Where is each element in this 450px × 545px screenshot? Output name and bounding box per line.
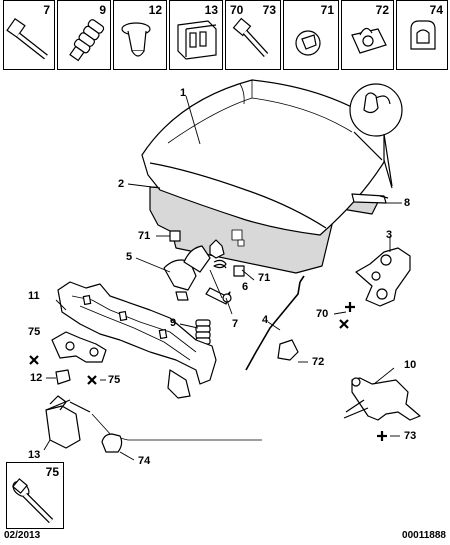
part-ref: 72	[375, 3, 389, 17]
screw-icon	[232, 17, 269, 58]
part-ref: 71	[320, 3, 334, 17]
part-ref: 75	[45, 465, 59, 479]
connector-clip-icon	[177, 20, 217, 60]
rubber-buffer-icon	[69, 19, 105, 62]
cable-clip	[101, 433, 123, 453]
callout-4: 4	[262, 314, 269, 326]
part-ref-2: 73	[262, 3, 276, 17]
part-ref: 7	[43, 3, 50, 17]
callout-12: 12	[30, 372, 43, 384]
bonnet-lock	[163, 259, 197, 291]
seal-strip	[351, 193, 387, 204]
callout-9: 9	[170, 317, 177, 329]
catch-assembly	[51, 331, 107, 363]
cross-member	[57, 281, 217, 385]
cable-connector	[45, 405, 81, 449]
push-clip-icon	[121, 22, 151, 57]
rod-clip	[277, 339, 299, 361]
parts-strip: 7 9 12	[0, 0, 450, 71]
callout-71-lower: 71	[258, 272, 271, 284]
part-ref: 9	[99, 3, 106, 17]
part-cell-12[interactable]: 12	[113, 0, 167, 70]
rod-clip-icon	[351, 27, 387, 54]
part-ref: 70	[230, 3, 244, 17]
clip-box-71	[169, 230, 181, 242]
callout-75-lower: 75	[108, 374, 121, 386]
footer-date: 02/2013	[4, 530, 41, 541]
callout-3: 3	[386, 229, 393, 241]
part-cell-72[interactable]: 72	[341, 0, 394, 70]
part-ref: 13	[204, 3, 218, 17]
hook-clip-icon	[410, 20, 436, 50]
callout-70: 70	[316, 308, 329, 320]
callout-1: 1	[180, 87, 187, 99]
part-cell-70-73[interactable]: 70 73	[225, 0, 281, 70]
part-cell-74[interactable]: 74	[396, 0, 448, 70]
part-cell-71[interactable]: 71	[283, 0, 339, 70]
callout-13: 13	[28, 449, 41, 461]
cable-clip-icon	[295, 30, 321, 56]
flange-bolt-icon	[12, 478, 54, 524]
callout-74: 74	[138, 455, 151, 467]
footer-code: 00011888	[402, 530, 446, 541]
push-clip	[55, 369, 71, 385]
lock-spring	[209, 239, 227, 269]
callout-7: 7	[232, 318, 239, 330]
bonnet-hinge	[355, 247, 411, 307]
part-cell-7[interactable]: 7	[3, 0, 55, 70]
clip-box-71	[233, 265, 245, 277]
callout-2: 2	[118, 178, 125, 190]
bolt-icon	[6, 17, 48, 60]
part-cell-13[interactable]: 13	[169, 0, 223, 70]
callout-75-upper: 75	[28, 326, 41, 338]
callout-72: 72	[312, 356, 325, 368]
callout-8: 8	[404, 197, 411, 209]
part-ref: 12	[148, 3, 162, 17]
callout-6: 6	[242, 281, 249, 293]
callout-5: 5	[126, 251, 133, 263]
part-cell-75[interactable]: 75	[6, 462, 64, 529]
callout-71-upper: 71	[138, 230, 151, 242]
callout-10: 10	[404, 359, 417, 371]
bonnet	[141, 79, 385, 236]
callout-73: 73	[404, 430, 417, 442]
part-cell-9[interactable]: 9	[57, 0, 111, 70]
part-ref: 74	[429, 3, 443, 17]
release-rod	[245, 281, 301, 371]
release-lever	[351, 377, 421, 421]
lock-bracket	[183, 245, 211, 273]
callout-11: 11	[28, 290, 40, 302]
